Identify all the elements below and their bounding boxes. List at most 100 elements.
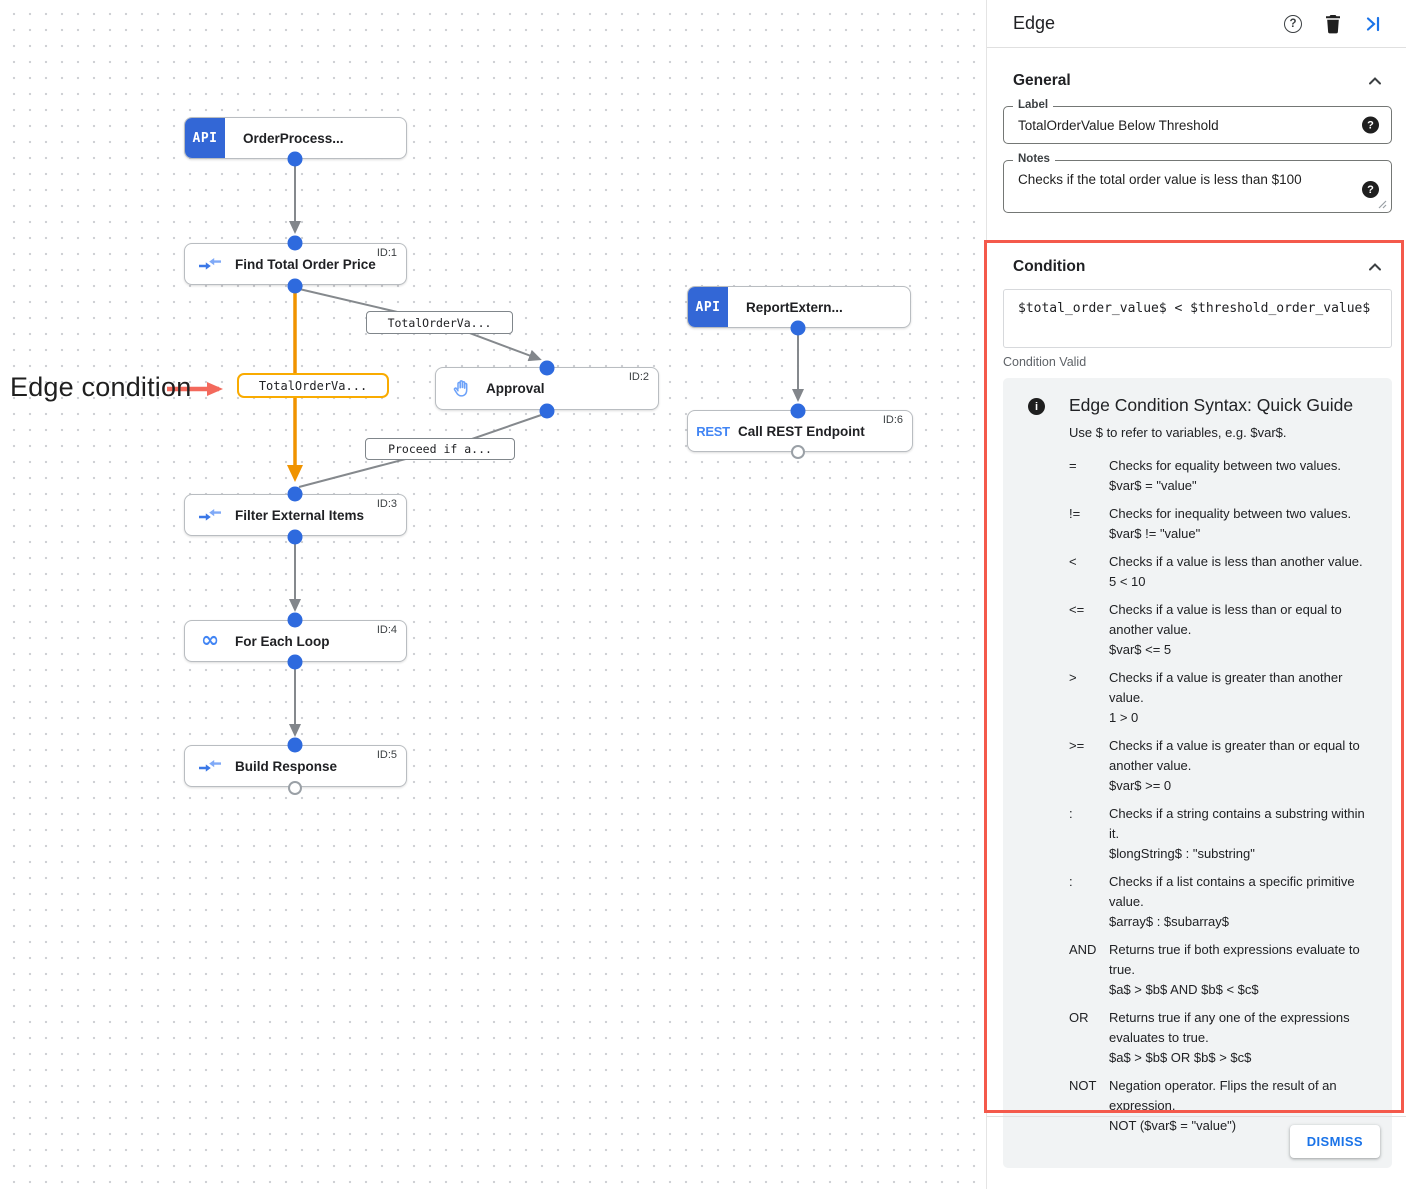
condition-section-header[interactable]: Condition bbox=[987, 258, 1406, 276]
connector-dot[interactable] bbox=[287, 529, 303, 545]
syntax-guide-list: = Checks for equality between two values.… bbox=[1069, 456, 1378, 1136]
syntax-operator: >= bbox=[1069, 738, 1085, 753]
connector-dot[interactable] bbox=[287, 654, 303, 670]
general-section-title: General bbox=[1013, 72, 1071, 89]
syntax-description: Checks if a string contains a substring … bbox=[1109, 806, 1365, 861]
syntax-operator: : bbox=[1069, 806, 1073, 821]
rest-task-icon: REST bbox=[696, 423, 730, 439]
syntax-description: Checks if a value is less than another v… bbox=[1109, 554, 1363, 589]
connector-dot[interactable] bbox=[287, 612, 303, 628]
notes-field-value[interactable]: Checks if the total order value is less … bbox=[1018, 172, 1302, 187]
label-field-value[interactable]: TotalOrderValue Below Threshold bbox=[1018, 118, 1219, 133]
connector-dot[interactable] bbox=[790, 403, 806, 419]
syntax-description: Negation operator. Flips the result of a… bbox=[1109, 1078, 1337, 1133]
connector-dot[interactable] bbox=[287, 737, 303, 753]
approval-hand-icon bbox=[436, 379, 486, 398]
connector-dot[interactable] bbox=[539, 403, 555, 419]
syntax-description: Checks for inequality between two values… bbox=[1109, 506, 1352, 541]
collapse-panel-button[interactable] bbox=[1364, 15, 1382, 33]
edge-condition-label[interactable]: Proceed if a... bbox=[365, 438, 515, 460]
node-id-badge: ID:5 bbox=[376, 749, 397, 761]
syntax-guide-entry: > Checks if a value is greater than anoth… bbox=[1069, 668, 1378, 728]
syntax-description: Returns true if any one of the expressio… bbox=[1109, 1010, 1350, 1065]
syntax-description: Checks if a value is less than or equal … bbox=[1109, 602, 1342, 657]
connector-dot[interactable] bbox=[539, 360, 555, 376]
node-id-badge: ID:4 bbox=[376, 624, 397, 636]
syntax-guide-entry: OR Returns true if any one of the express… bbox=[1069, 1008, 1378, 1068]
loop-icon: ∞ bbox=[200, 628, 220, 653]
panel-title: Edge bbox=[1013, 13, 1056, 33]
api-trigger-icon: API bbox=[185, 118, 225, 158]
node-id-badge: ID:3 bbox=[376, 498, 397, 510]
syntax-operator: NOT bbox=[1069, 1078, 1097, 1093]
syntax-guide-entry: != Checks for inequality between two valu… bbox=[1069, 504, 1378, 544]
syntax-operator: != bbox=[1069, 506, 1081, 521]
condition-valid-status: Condition Valid bbox=[1003, 355, 1087, 369]
help-button[interactable]: ? bbox=[1284, 14, 1302, 33]
panel-header: Edge ? bbox=[987, 0, 1406, 48]
label-help-icon[interactable]: ? bbox=[1362, 116, 1379, 134]
syntax-operator: > bbox=[1069, 670, 1077, 685]
syntax-operator: <= bbox=[1069, 602, 1085, 617]
notes-field-label: Notes bbox=[1013, 153, 1055, 165]
connector-dot[interactable] bbox=[287, 486, 303, 502]
syntax-description: Checks if a list contains a specific pri… bbox=[1109, 874, 1355, 929]
condition-expression-input[interactable]: $total_order_value$ < $threshold_order_v… bbox=[1003, 289, 1392, 348]
edge-condition-annotation: Edge condition bbox=[10, 372, 192, 402]
general-section-header[interactable]: General bbox=[987, 72, 1406, 90]
connector-dot[interactable] bbox=[287, 235, 303, 251]
edge-properties-panel: Edge ? General bbox=[986, 0, 1406, 1189]
chevron-up-icon[interactable] bbox=[1366, 72, 1384, 90]
syntax-operator: = bbox=[1069, 458, 1077, 473]
syntax-guide-entry: <= Checks if a value is less than or equa… bbox=[1069, 600, 1378, 660]
syntax-guide-box: i Edge Condition Syntax: Quick Guide Use… bbox=[1003, 378, 1392, 1168]
dismiss-button[interactable]: DISMISS bbox=[1289, 1125, 1380, 1158]
info-icon: i bbox=[1028, 398, 1045, 415]
resize-handle-icon[interactable] bbox=[1378, 200, 1387, 209]
label-field[interactable]: Label TotalOrderValue Below Threshold ? bbox=[1003, 99, 1392, 144]
data-mapping-icon bbox=[185, 507, 235, 523]
chevron-up-icon[interactable] bbox=[1366, 258, 1384, 276]
node-id-badge: ID:1 bbox=[376, 247, 397, 259]
panel-footer-divider bbox=[987, 1116, 1406, 1117]
trash-icon bbox=[1326, 14, 1340, 33]
node-label: OrderProcess... bbox=[243, 130, 344, 146]
node-id-badge: ID:6 bbox=[882, 414, 903, 426]
label-field-label: Label bbox=[1013, 99, 1054, 111]
connector-dot-open[interactable] bbox=[791, 445, 805, 459]
canvas-grid bbox=[0, 0, 976, 1189]
delete-edge-button[interactable] bbox=[1324, 14, 1342, 34]
data-mapping-icon bbox=[185, 758, 235, 774]
help-icon: ? bbox=[1284, 14, 1302, 33]
connector-dot[interactable] bbox=[790, 320, 806, 336]
syntax-guide-entry: >= Checks if a value is greater than or e… bbox=[1069, 736, 1378, 796]
connector-dot[interactable] bbox=[287, 278, 303, 294]
notes-field[interactable]: Notes Checks if the total order value is… bbox=[1003, 153, 1392, 213]
notes-help-icon[interactable]: ? bbox=[1362, 181, 1379, 198]
condition-section: Condition $total_order_value$ < $thresho… bbox=[987, 258, 1406, 1168]
syntax-operator: AND bbox=[1069, 942, 1097, 957]
syntax-description: Checks if a value is greater than anothe… bbox=[1109, 670, 1343, 725]
data-mapping-icon bbox=[185, 256, 235, 272]
syntax-description: Checks if a value is greater than or equ… bbox=[1109, 738, 1360, 793]
syntax-description: Checks for equality between two values.$… bbox=[1109, 458, 1341, 493]
syntax-guide-entry: = Checks for equality between two values.… bbox=[1069, 456, 1378, 496]
syntax-guide-entry: <Checks if a value is less than another … bbox=[1069, 552, 1378, 592]
syntax-guide-intro: Use $ to refer to variables, e.g. $var$. bbox=[1069, 425, 1287, 440]
connector-dot[interactable] bbox=[287, 151, 303, 167]
node-label: For Each Loop bbox=[235, 633, 330, 649]
edge-condition-label-selected[interactable]: TotalOrderVa... bbox=[237, 373, 389, 398]
syntax-guide-entry: NOT Negation operator. Flips the result o… bbox=[1069, 1076, 1378, 1136]
node-id-badge: ID:2 bbox=[628, 371, 649, 383]
node-label: Approval bbox=[486, 381, 545, 396]
connector-dot-open[interactable] bbox=[288, 781, 302, 795]
workflow-canvas[interactable]: TotalOrderVa... TotalOrderVa... Proceed … bbox=[0, 0, 986, 1189]
edge-condition-label[interactable]: TotalOrderVa... bbox=[366, 311, 513, 334]
node-label: Build Response bbox=[235, 758, 338, 774]
node-label: Call REST Endpoint bbox=[738, 423, 865, 439]
collapse-panel-icon bbox=[1366, 16, 1380, 31]
node-label: Find Total Order Price bbox=[235, 256, 376, 272]
syntax-operator: OR bbox=[1069, 1010, 1089, 1025]
